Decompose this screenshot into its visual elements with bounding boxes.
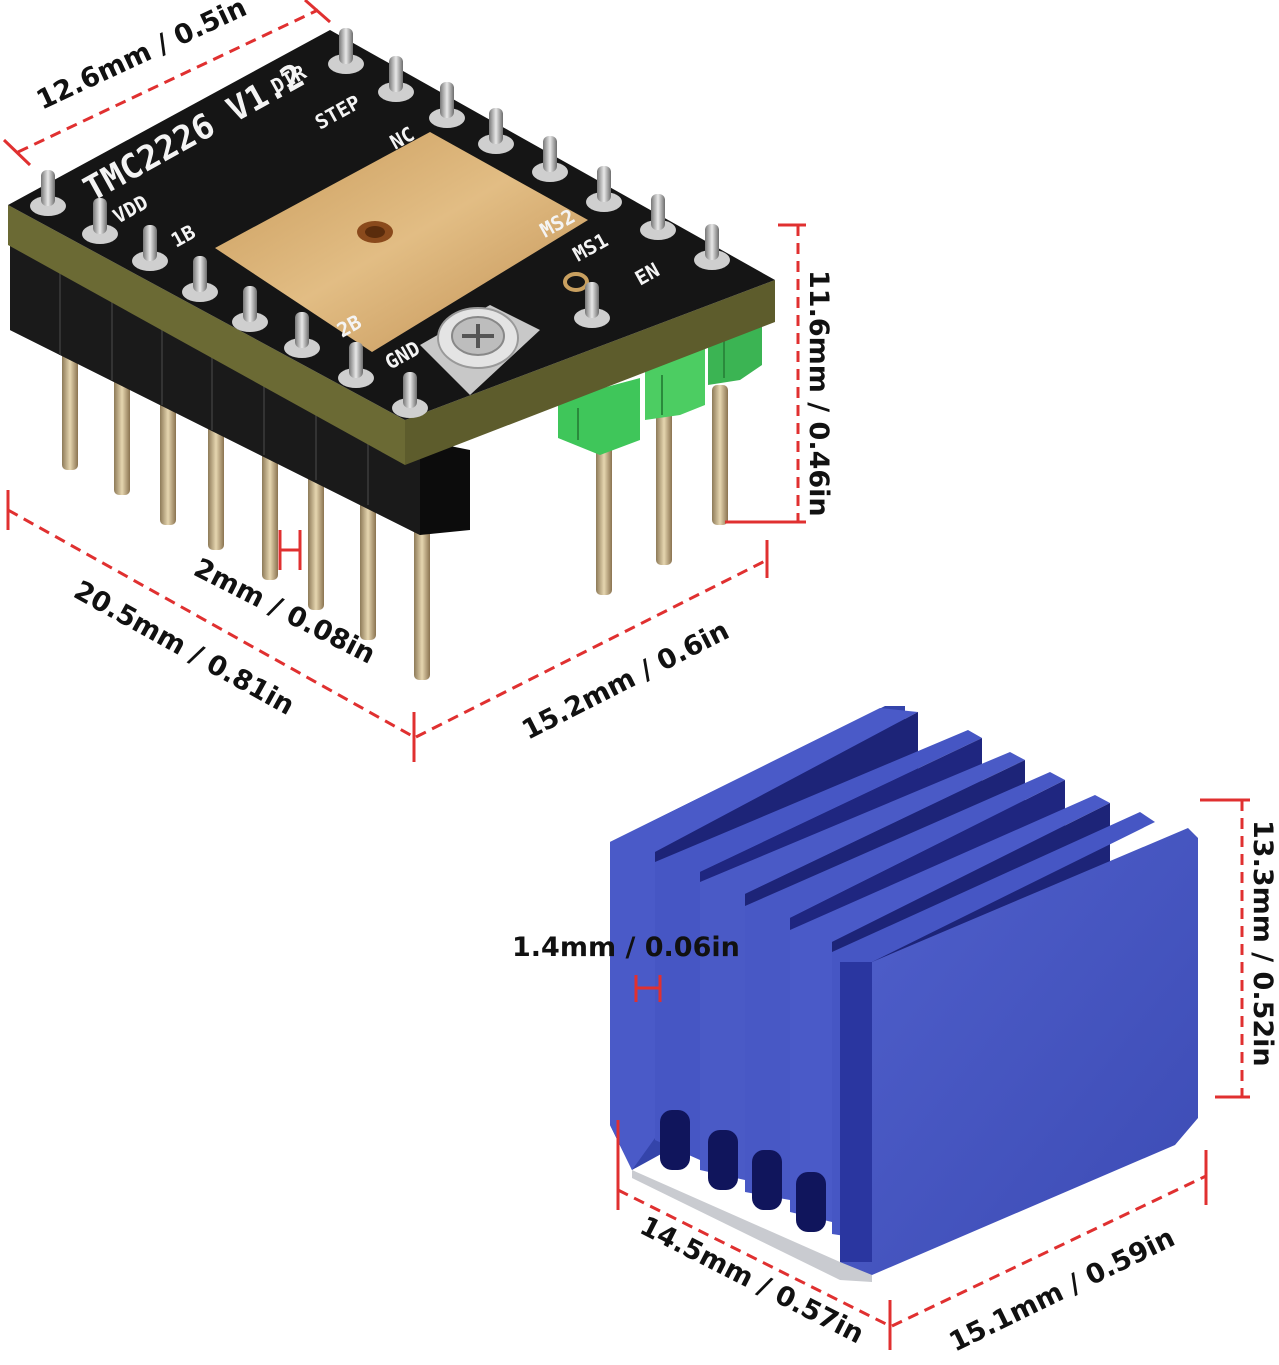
stepper-driver-board: TMC2226 V1.2 DIR STEP NC MS2 MS1 EN VDD … — [8, 28, 775, 680]
heatsink-height-dimension: 13.3mm / 0.52in — [1200, 798, 1278, 1099]
heatsink — [610, 706, 1198, 1282]
heatsink-width-label: 15.1mm / 0.59in — [944, 1222, 1179, 1358]
test-via — [563, 272, 589, 292]
board-height-label: 11.6mm / 0.46in — [803, 270, 834, 517]
board-height-dimension: 11.6mm / 0.46in — [725, 223, 834, 524]
heatsink-base — [632, 1170, 872, 1282]
board-depth-dimension: 15.2mm / 0.6in — [415, 540, 769, 746]
heatsink-height-label: 13.3mm / 0.52in — [1247, 820, 1278, 1067]
top-pins-right — [328, 28, 730, 328]
pcb-edge — [8, 205, 405, 465]
board-depth-label: 15.2mm / 0.6in — [517, 615, 734, 746]
fin-thickness-dimension: 1.4mm / 0.06in — [512, 932, 740, 1002]
header-pins-right — [596, 385, 728, 595]
fin-thickness-label: 1.4mm / 0.06in — [512, 932, 740, 963]
thermal-pad — [215, 132, 588, 352]
top-pins-left — [30, 170, 428, 418]
potentiometer — [420, 305, 540, 395]
heatsink-front — [840, 828, 1198, 1275]
